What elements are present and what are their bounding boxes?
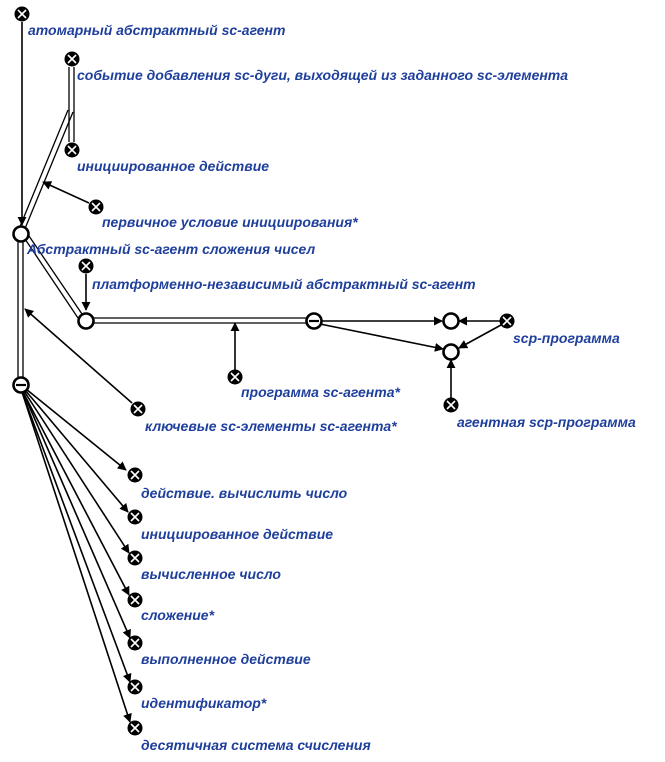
const-node-initiated-action[interactable] xyxy=(127,509,143,525)
tuple-node-abstract-agent[interactable] xyxy=(12,225,30,243)
arc-primary-condition xyxy=(42,181,90,204)
const-node-addition[interactable] xyxy=(127,592,143,608)
double-arc-abstract-to-agent-node xyxy=(24,235,83,319)
relation-node-program[interactable] xyxy=(305,312,323,330)
arc-to-action-compute xyxy=(25,388,127,471)
label-event-add-arc: событие добавления sc-дуги, выходящей из… xyxy=(77,67,569,83)
label-agent-program: программа sc-агента* xyxy=(241,384,400,400)
label-initiated-action-top: инициированное действие xyxy=(77,158,270,174)
arc-to-computed-number xyxy=(23,390,130,554)
double-arc-event-to-initiated xyxy=(68,67,75,142)
arc-scp-program-to-bottom-node xyxy=(458,324,502,349)
const-node-agent-scp-program[interactable] xyxy=(443,397,459,413)
arc-to-completed-action xyxy=(22,391,131,639)
const-node-platform-independent[interactable] xyxy=(78,258,94,274)
edges xyxy=(17,22,502,723)
label-key-elements: ключевые sc-элементы sc-агента* xyxy=(145,418,397,434)
const-node-decimal-system[interactable] xyxy=(127,720,143,736)
nodes xyxy=(12,6,515,736)
double-arc-abstract-to-decomposition xyxy=(17,242,24,377)
label-computed-number: вычисленное число xyxy=(141,566,281,582)
arc-program-to-bottom-node xyxy=(319,323,444,352)
const-node-agent-program[interactable] xyxy=(227,369,243,385)
const-node-action-compute[interactable] xyxy=(127,467,143,483)
tuple-node-agent[interactable] xyxy=(77,312,95,330)
const-node-computed-number[interactable] xyxy=(127,550,143,566)
const-node-completed-action[interactable] xyxy=(127,635,143,651)
const-node-key-elements[interactable] xyxy=(130,401,146,417)
label-identifier: идентификатор* xyxy=(141,695,267,711)
decomposition-arcs xyxy=(21,388,132,723)
label-atomic-agent: атомарный абстрактный sc-агент xyxy=(28,22,286,38)
const-node-identifier[interactable] xyxy=(127,679,143,695)
const-node-primary-condition[interactable] xyxy=(88,199,104,215)
arc-to-identifier xyxy=(21,391,132,683)
label-abstract-agent: Абстрактный sc-агент сложения чисел xyxy=(27,241,316,257)
const-node-event-add-arc[interactable] xyxy=(64,51,80,67)
tuple-node-scp-bottom[interactable] xyxy=(442,343,460,361)
tuple-node-scp-top[interactable] xyxy=(442,312,460,330)
label-platform-independent: платформенно-независимый абстрактный sc-… xyxy=(92,276,476,292)
label-decimal-system: десятичная система счисления xyxy=(141,737,371,753)
label-action-compute: действие. вычислить число xyxy=(141,485,348,501)
label-agent-scp-program: агентная scp-программа xyxy=(457,414,636,430)
arc-to-decimal-system xyxy=(21,391,132,723)
label-addition: сложение* xyxy=(141,607,215,623)
double-arc-event-to-abstract xyxy=(18,109,74,232)
label-scp-program: scp-программа xyxy=(513,330,620,346)
label-primary-condition: первичное условие инициирования* xyxy=(102,214,358,230)
relation-node-decomposition[interactable] xyxy=(12,376,30,394)
const-node-initiated-action-top[interactable] xyxy=(64,142,80,158)
arc-to-addition xyxy=(22,391,130,596)
const-node-atomic-agent[interactable] xyxy=(14,6,30,22)
arc-key-elements xyxy=(24,308,133,404)
arc-to-initiated-action xyxy=(24,389,129,513)
double-arc-agent-node-to-program-node xyxy=(93,317,307,324)
label-completed-action: выполненное действие xyxy=(141,651,311,667)
label-initiated-action: инициированное действие xyxy=(141,526,334,542)
const-node-scp-program[interactable] xyxy=(499,313,515,329)
